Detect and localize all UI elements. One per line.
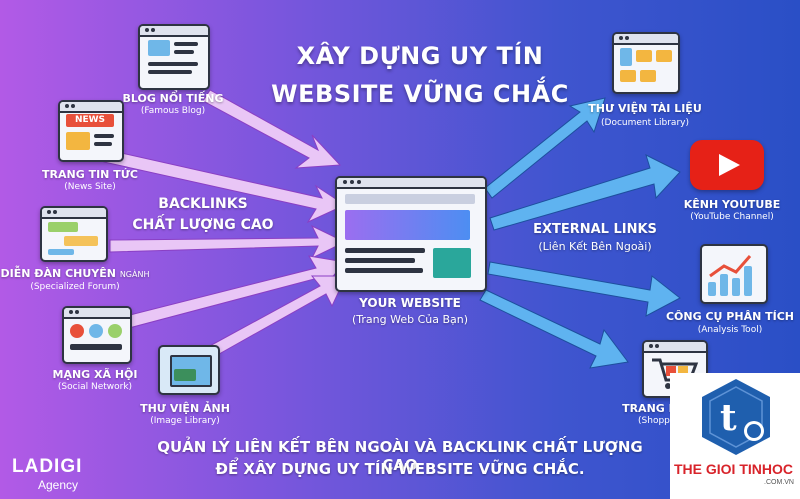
backlinks-title: BACKLINKS [158,196,248,212]
external-subtitle: (Liên Kết Bên Ngoài) [538,240,652,253]
left-arrow-news [103,149,347,224]
ladigi-tagline: Agency [38,478,79,492]
image-library-sub: (Image Library) [150,416,220,426]
website-window-icon [335,176,487,292]
right-arrow-shopping [479,289,629,369]
document-library-icon [612,32,680,94]
social-label: MẠNG XÃ HỘI [52,368,138,381]
right-arrow-docs [484,97,606,199]
forum-label: DIỄN ĐÀN CHUYÊN NGÀNH [0,267,150,280]
blog-label: BLOG NỔI TIẾNG [122,92,224,105]
bottom-line-1: QUẢN LÝ LIÊN KẾT BÊN NGOÀI VÀ BACKLINK C… [157,438,643,474]
image-library-label: THƯ VIỆN ẢNH [140,402,230,415]
brand-name: THE GIOI TINHOC [674,461,793,477]
news-label: TRANG TIN TỨC [42,168,138,181]
external-title: EXTERNAL LINKS [533,222,657,237]
social-window-icon [62,306,132,364]
left-arrow-blog [202,89,342,169]
youtube-label: KÊNH YOUTUBE [683,198,781,211]
brand-box: t THE GIOI TINHOC .COM.VN [670,373,800,499]
analysis-tool-icon [700,244,768,304]
title-line-2: WEBSITE VỮNG CHẮC [271,80,569,108]
right-arrow-analysis [487,261,681,317]
title-line-1: XÂY DỰNG UY TÍN [296,42,544,70]
blog-window-icon [138,24,210,90]
analysis-tool-sub: (Analysis Tool) [697,325,763,335]
ladigi-logo: LADIGI [12,456,83,477]
bottom-line-2: ĐỂ XÂY DỰNG UY TÍN WEBSITE VỮNG CHẮC. [215,460,585,478]
blog-sub: (Famous Blog) [140,106,206,116]
forum-window-icon [40,206,108,262]
center-label: YOUR WEBSITE [359,296,461,310]
brand-hexagon-icon [702,379,770,455]
document-library-label: THƯ VIỆN TÀI LIỆU [588,102,702,115]
forum-label-tail: NGÀNH [119,270,150,279]
backlinks-subtitle: CHẤT LƯỢNG CAO [132,217,274,233]
forum-sub: (Specialized Forum) [30,282,120,292]
center-sub: (Trang Web Của Bạn) [351,313,469,326]
social-sub: (Social Network) [57,382,133,392]
analysis-tool-label: CÔNG CỤ PHÂN TÍCH [665,310,794,323]
image-library-icon [158,345,220,395]
news-sub: (News Site) [64,182,116,192]
brand-domain: .COM.VN [764,479,794,486]
brand-letter: t [720,397,737,439]
news-window-icon: NEWS [58,100,124,162]
forum-label-main: DIỄN ĐÀN CHUYÊN [0,267,116,280]
youtube-sub: (YouTube Channel) [690,212,774,222]
news-badge: NEWS [66,114,114,127]
youtube-icon [690,140,764,190]
left-arrow-forum [109,224,347,260]
right-arrow-youtube [489,154,681,231]
document-library-sub: (Document Library) [601,118,689,128]
